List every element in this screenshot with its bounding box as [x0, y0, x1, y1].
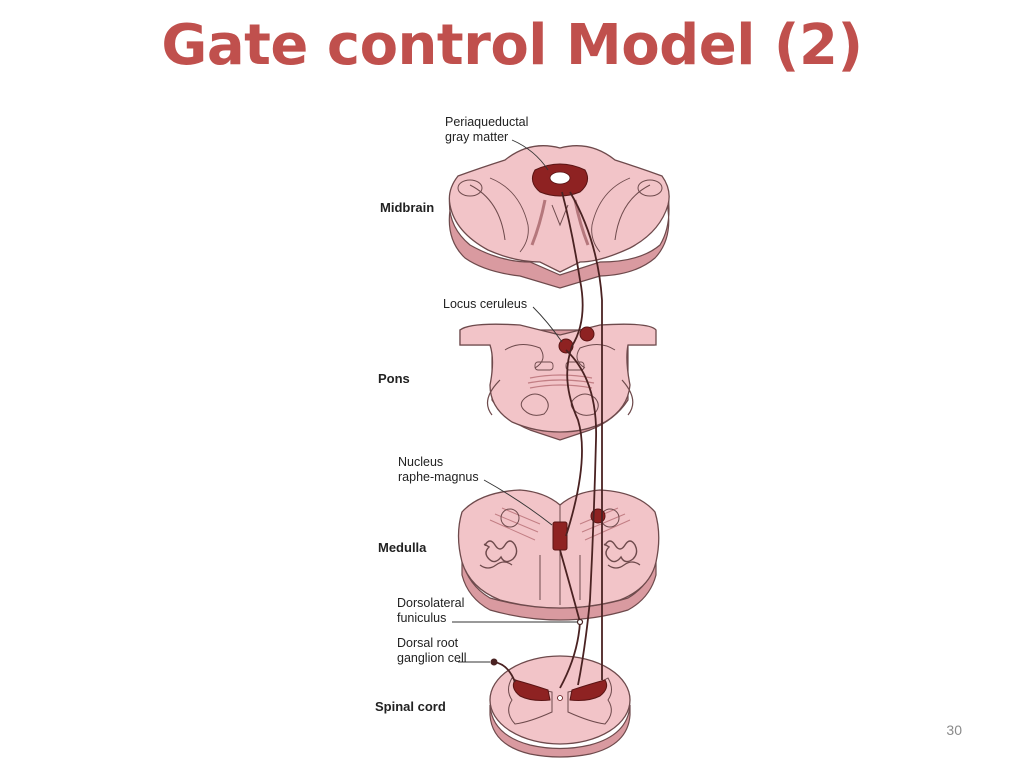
- spinal-cord-section: [489, 655, 631, 758]
- midbrain-section: [448, 145, 670, 289]
- label-medulla: Medulla: [378, 540, 427, 555]
- label-pons: Pons: [378, 371, 410, 386]
- inferior-olive-left: [483, 540, 518, 563]
- page-number: 30: [946, 722, 962, 738]
- pons-face: [459, 323, 657, 433]
- nucleus-raphe-magnus: [552, 521, 568, 551]
- annotation-dorsal-root-line1: Dorsal root: [397, 636, 459, 650]
- midbrain-face: [448, 145, 670, 273]
- slide-title: Gate control Model (2): [161, 13, 863, 78]
- locus-ceruleus-nucleus-right: [579, 326, 595, 342]
- annotation-dorsolateral-line2: funiculus: [397, 611, 446, 625]
- dorsal-horn-left: [512, 679, 551, 701]
- annotation-locus-ceruleus: Locus ceruleus: [443, 297, 527, 311]
- annotation-nucleus-line2: raphe-magnus: [398, 470, 479, 484]
- leader-lines: [452, 139, 578, 663]
- spinal-cord-side: [489, 704, 631, 758]
- annotation-dorsal-root-line2: ganglion cell: [397, 651, 467, 665]
- annotation-dorsolateral-line1: Dorsolateral: [397, 596, 464, 610]
- annotation-periaqueductal-line1: Periaqueductal: [445, 115, 528, 129]
- dorsal-root-ganglion-cell: [490, 658, 498, 666]
- dorsal-horn-right: [569, 679, 608, 701]
- label-midbrain: Midbrain: [380, 200, 434, 215]
- pons-section: [459, 323, 657, 441]
- label-spinal-cord: Spinal cord: [375, 699, 446, 714]
- medulla-section: [457, 489, 660, 621]
- annotation-periaqueductal-line2: gray matter: [445, 130, 508, 144]
- inferior-olive-right: [603, 540, 638, 563]
- annotation-nucleus-line1: Nucleus: [398, 455, 443, 469]
